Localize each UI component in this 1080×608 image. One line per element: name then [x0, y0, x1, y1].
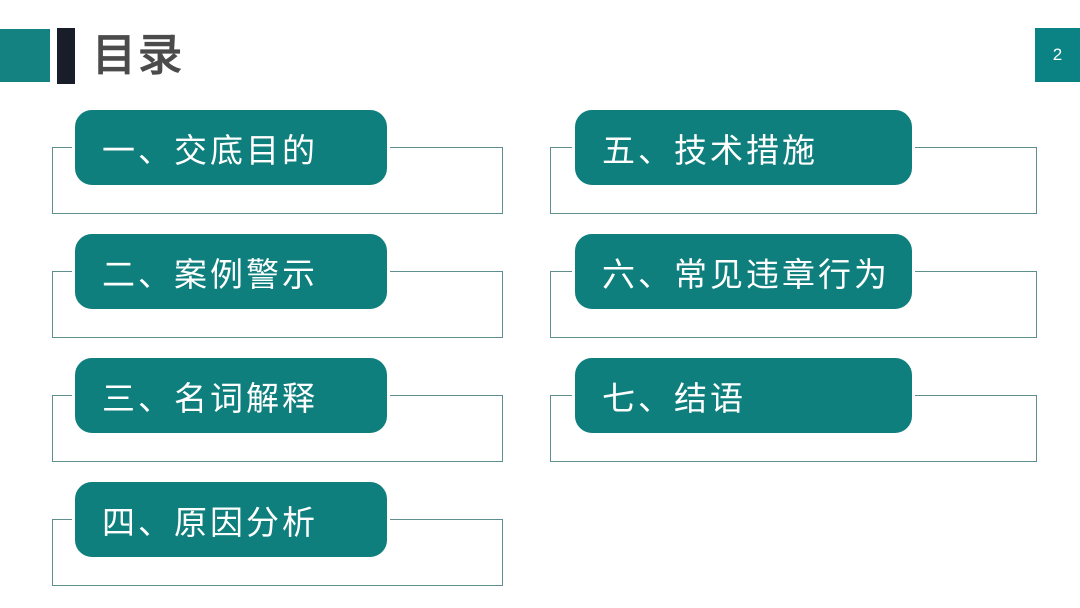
toc-button-6[interactable]: 六、常见违章行为: [572, 231, 915, 312]
page-title: 目录: [92, 31, 184, 80]
toc-button-1[interactable]: 一、交底目的: [72, 107, 390, 188]
toc-button-5[interactable]: 五、技术措施: [572, 107, 915, 188]
page-number-badge: 2: [1035, 28, 1080, 82]
toc-button-3[interactable]: 三、名词解释: [72, 355, 390, 436]
toc-button-7[interactable]: 七、结语: [572, 355, 915, 436]
header-accent-bar: [57, 28, 75, 84]
toc-button-4[interactable]: 四、原因分析: [72, 479, 390, 560]
toc-button-2[interactable]: 二、案例警示: [72, 231, 390, 312]
header-accent-square: [0, 29, 50, 82]
page-number: 2: [1052, 45, 1063, 64]
